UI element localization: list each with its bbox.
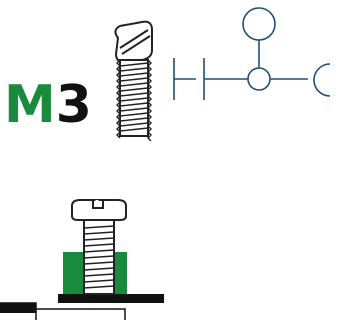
- mounted-screw-icon: [0, 199, 164, 320]
- circuit-schematic-icon: [173, 7, 331, 100]
- title-text: M3: [4, 75, 92, 135]
- top-terminal-circle: [242, 7, 276, 41]
- mounting-washer-bar: [58, 294, 164, 303]
- right-terminal-arc: [313, 63, 331, 97]
- base-plate-left: [0, 303, 36, 313]
- slotted-cheese-head-screw-icon: [114, 20, 153, 142]
- screw-threads: [119, 62, 149, 132]
- junction-node: [247, 67, 271, 91]
- title-number: 3: [56, 75, 92, 135]
- title-letter: M: [4, 75, 56, 135]
